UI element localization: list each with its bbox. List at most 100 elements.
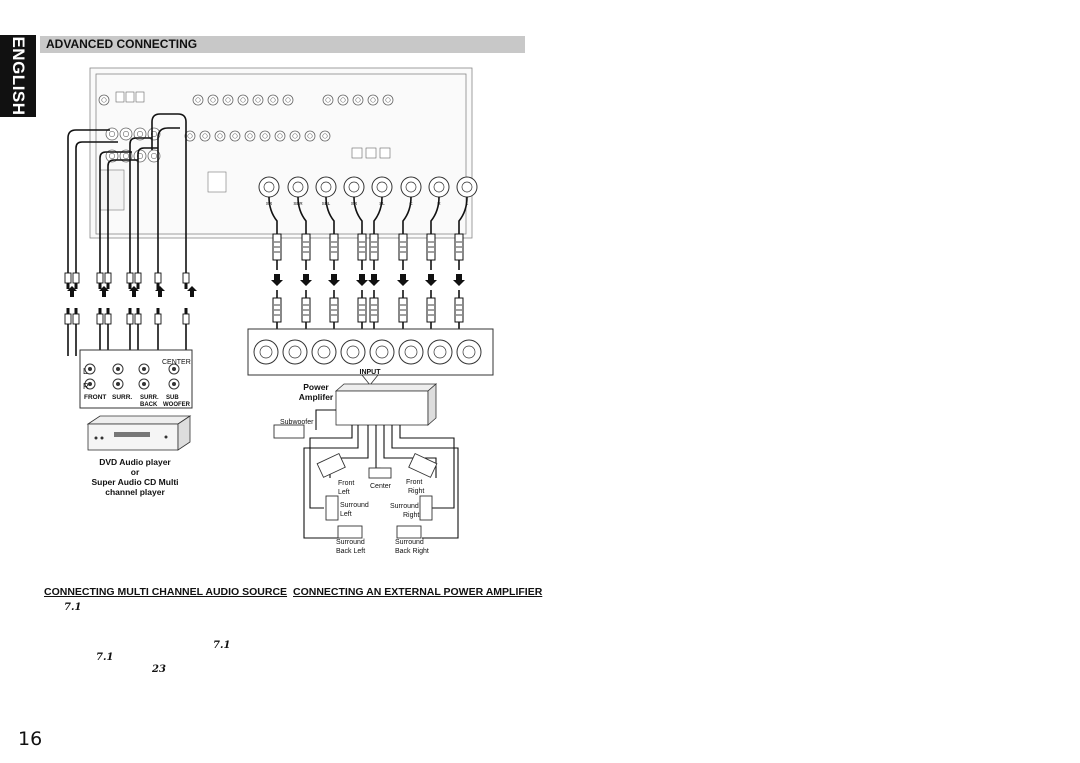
down-arrow-icon [300, 274, 312, 286]
surround-right-speaker [419, 495, 433, 521]
language-tab: ENGLISH [0, 35, 36, 117]
receiver-output-label: L [466, 201, 469, 206]
xlr-cable [373, 196, 383, 234]
down-arrow-icon [453, 274, 465, 286]
rca-plug [64, 272, 72, 284]
jack-icon [119, 149, 133, 163]
receiver-output-label: SBL [322, 201, 331, 206]
text-fragment-2: 7.1 [213, 640, 231, 651]
xlr-input-jack [340, 339, 366, 365]
jack-icon [367, 94, 379, 106]
front-left-speaker [316, 452, 346, 478]
jack-icon [267, 94, 279, 106]
xlr-output-jack [400, 176, 422, 198]
xlr-input-jack [398, 339, 424, 365]
label-front: FRONT [84, 394, 106, 401]
receiver-output-label: SBR [293, 201, 303, 206]
receiver-output-label: C [409, 201, 413, 206]
jack-icon [319, 130, 331, 142]
label-r: R [83, 382, 89, 391]
jack-icon [352, 94, 364, 106]
up-arrow-icon [67, 286, 77, 297]
jack-icon [304, 130, 316, 142]
label-surr-back-2: BACK [140, 402, 158, 408]
up-arrow-icon [187, 286, 197, 297]
xlr-output-jack [315, 176, 337, 198]
label-sub-1: SUB [166, 395, 179, 401]
jack-icon [322, 94, 334, 106]
xlr-input-jack [311, 339, 337, 365]
rca-plug [134, 272, 142, 284]
surround-back-left-speaker [337, 525, 363, 539]
jack-icon [259, 130, 271, 142]
surround-back-left-label-1: Surround [336, 539, 365, 546]
receiver-output-label: SR [351, 201, 358, 206]
amp-label-line2: Amplifer [299, 392, 334, 402]
surround-left-label-1: Surround [340, 502, 369, 509]
jack-icon [274, 130, 286, 142]
amp-label-line1: Power [303, 382, 329, 392]
rca-plug [96, 272, 104, 284]
up-arrow-icon [155, 286, 165, 297]
front-right-speaker [408, 452, 438, 478]
xlr-output-jack [428, 176, 450, 198]
player-caption-line2: or [131, 467, 140, 477]
speakers [273, 424, 438, 539]
surround-left-speaker [325, 495, 339, 521]
xlr-cable [297, 196, 307, 234]
subwoofer-box [273, 424, 305, 439]
rca-plug [182, 313, 190, 325]
label-surr-back-1: SURR. [140, 395, 159, 401]
jack-icon [229, 130, 241, 142]
jack-icon [382, 94, 394, 106]
jack-icon [98, 94, 110, 106]
down-arrow-icon [356, 274, 368, 286]
rca-plug [96, 313, 104, 325]
jack-icon [105, 149, 119, 163]
rca-plugs-lower [64, 308, 190, 356]
xlr-output-jack [287, 176, 309, 198]
jack-icon [105, 127, 119, 141]
rca-plug [134, 313, 142, 325]
jack-icon [133, 127, 147, 141]
jack-icon [119, 127, 133, 141]
text-fragment-4: 23 [152, 664, 166, 675]
section-header-title: ADVANCED CONNECTING [46, 37, 198, 51]
center-speaker [368, 467, 392, 479]
xlr-input-jack [456, 339, 482, 365]
down-arrow-icon [368, 274, 380, 286]
section-title-multichannel: CONNECTING MULTI CHANNEL AUDIO SOURCE [44, 586, 288, 598]
xlr-input-jack [369, 339, 395, 365]
xlr-cable [402, 196, 412, 234]
rca-plug [126, 272, 134, 284]
surround-back-right-speaker [396, 525, 422, 539]
label-sub-2: WOOFER [163, 402, 191, 408]
jack-icon [199, 130, 211, 142]
rca-plug [72, 272, 80, 284]
xlr-input-jack [427, 339, 453, 365]
player-caption-line1: DVD Audio player [99, 457, 171, 467]
jack-icon [207, 94, 219, 106]
up-arrows [67, 286, 197, 297]
xlr-output-jack [456, 176, 478, 198]
xlr-input-jack [282, 339, 308, 365]
xlr-cable [268, 196, 278, 234]
subwoofer-label: Subwoofer [280, 419, 314, 426]
center-label: Center [370, 483, 392, 490]
xlr-output-jack [258, 176, 280, 198]
jack-icon [147, 149, 161, 163]
jack-icon [222, 94, 234, 106]
receiver-output-label: SL [379, 201, 385, 206]
surround-back-left-label-2: Back Left [336, 548, 365, 555]
surround-left-label-2: Left [340, 511, 352, 518]
xlr-output-jack [343, 176, 365, 198]
xlr-cable [430, 196, 440, 234]
surround-right-label-1: Surround [390, 503, 419, 510]
rca-plug [154, 313, 162, 325]
jack-icon [184, 130, 196, 142]
rca-plug [154, 272, 162, 284]
input-label: INPUT [360, 369, 382, 376]
rca-plug [126, 313, 134, 325]
dvd-player-illustration [86, 415, 192, 451]
